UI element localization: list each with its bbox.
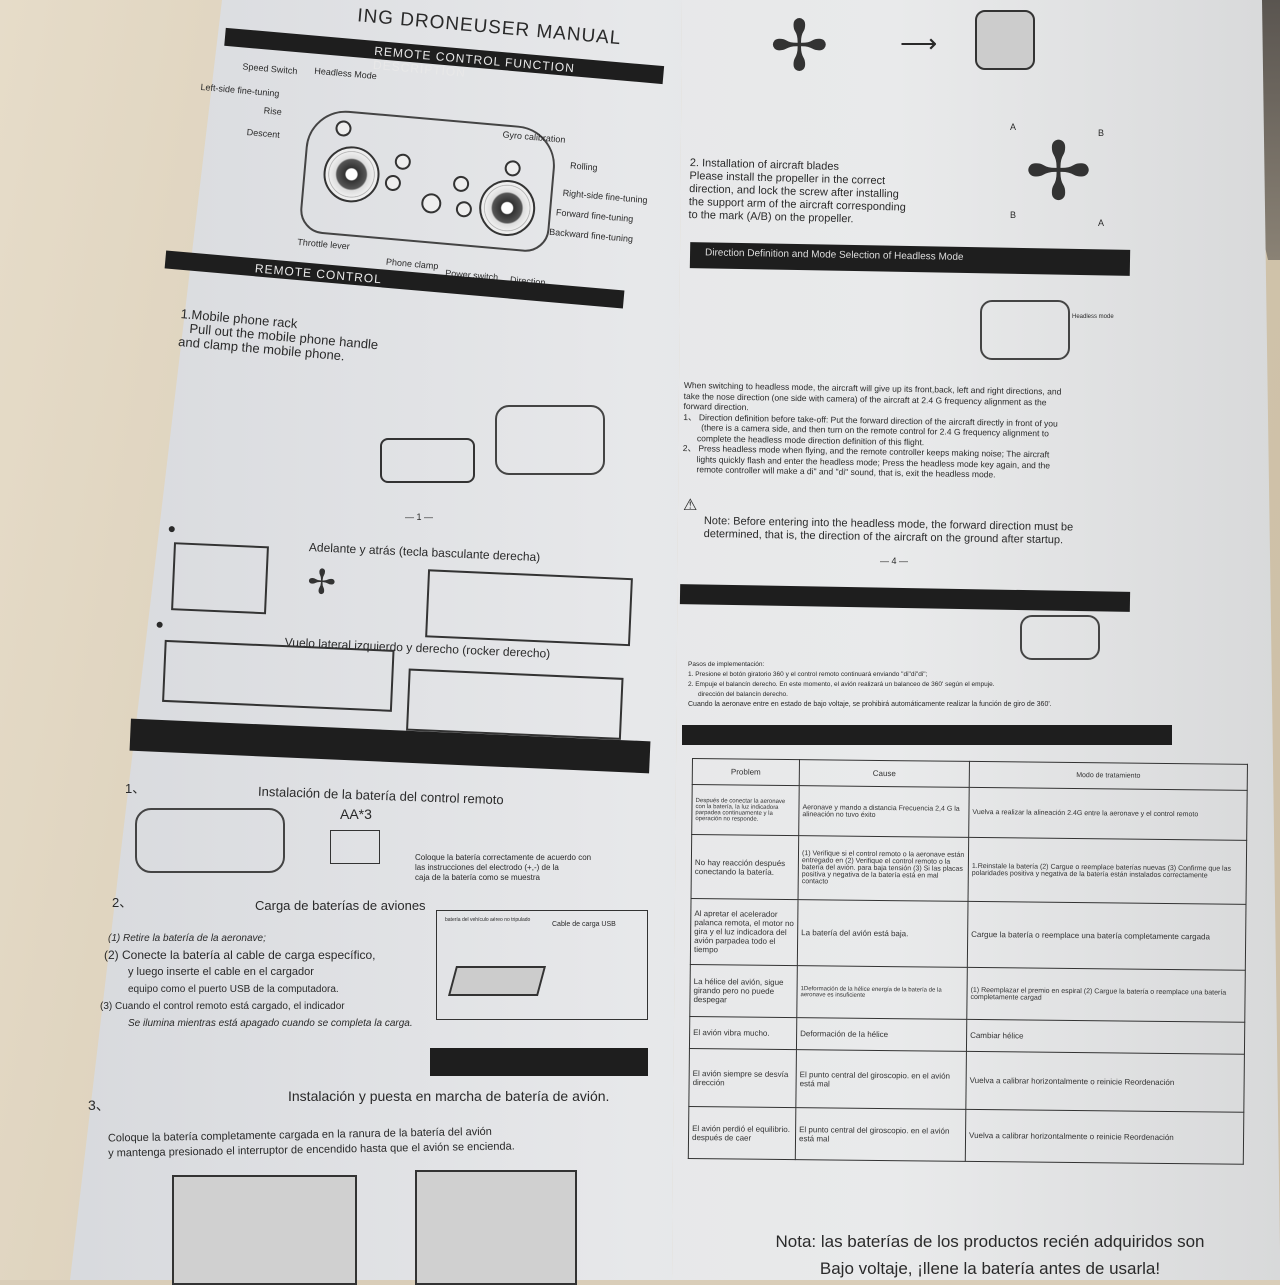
mark-label: A	[1010, 122, 1017, 132]
phone-illustration	[380, 438, 475, 483]
page-number: — 4 —	[880, 556, 909, 566]
mark-label: B	[1098, 128, 1105, 138]
cell: (1) Reemplazar el premio en espiral (2) …	[966, 967, 1246, 1023]
figure	[406, 668, 624, 740]
figure	[425, 569, 633, 647]
cell: Vuelva a calibrar horizontalmente o rein…	[965, 1109, 1244, 1165]
cell: La batería del avión está baja.	[797, 899, 969, 968]
cell: El avión siempre se desvía dirección	[688, 1048, 797, 1108]
cell: Después de conectar la aeronave con la b…	[691, 784, 800, 836]
figure	[162, 639, 395, 712]
step2-title: Carga de baterías de aviones	[255, 898, 426, 913]
figure	[171, 542, 269, 615]
cell: El avión perdió el equilibrio. después d…	[688, 1106, 796, 1160]
headless-label: Headless mode	[1072, 314, 1114, 320]
charging-figure: batería del vehículo aéreo no tripulado …	[436, 910, 648, 1020]
remote-360-diagram	[1020, 615, 1100, 660]
mark-label: A	[1098, 218, 1105, 228]
step-number: 3、	[88, 1097, 110, 1113]
header-cell: Modo de tratamiento	[969, 761, 1248, 791]
remote-headless-diagram	[980, 300, 1070, 360]
battery-illustration	[447, 966, 547, 996]
warning-icon: ⚠	[683, 497, 698, 514]
step3-title: Instalación y puesta en marcha de baterí…	[288, 1088, 610, 1104]
cell: (1) Verifique si el control remoto o la …	[798, 835, 969, 902]
step-number: 2、	[112, 895, 133, 910]
label: Rise	[263, 105, 283, 117]
drone-icon: ✢	[306, 563, 337, 603]
cell: Deformación de la hélice	[796, 1017, 967, 1052]
cell: El avión vibra mucho.	[689, 1016, 797, 1050]
aircraft-battery-figure	[415, 1170, 577, 1285]
cell: Cargue la batería o reemplace una baterí…	[967, 901, 1246, 971]
remote-back-diagram	[135, 808, 285, 873]
cell: El punto central del giroscopio. en el a…	[795, 1107, 966, 1162]
step-number: 1、	[125, 781, 146, 796]
battery-type: AA*3	[340, 806, 372, 822]
cell: Cambiar hélice	[966, 1019, 1245, 1055]
bullet: ●	[155, 615, 165, 632]
black-bar	[430, 1048, 648, 1076]
cell: Al apretar el acelerador palanca remota,…	[690, 898, 799, 966]
step1-note: Coloque la batería correctamente de acue…	[415, 853, 592, 882]
cable-label: Cable de carga USB	[552, 921, 616, 928]
header-cell: Problem	[692, 758, 800, 786]
drone-folded-icon	[975, 10, 1035, 70]
arrow-right-icon: ⟶	[900, 28, 938, 58]
table-row: La hélice del avión, sigue girando pero …	[689, 964, 1246, 1023]
bullet: ●	[167, 519, 177, 537]
table-row: No hay reacción después conectando la ba…	[691, 834, 1247, 905]
page-number: — 1 —	[405, 512, 434, 522]
battery-label: batería del vehículo aéreo no tripulado	[445, 917, 531, 923]
batteries-illustration	[330, 830, 380, 864]
table-row: Después de conectar la aeronave con la b…	[691, 784, 1248, 841]
drone-unfolded-icon: ✢	[770, 7, 829, 85]
step2-instructions: (1) Retire la batería de la aeronave; (2…	[100, 933, 413, 1029]
header-cell: Cause	[799, 759, 970, 788]
cell: El punto central del giroscopio. en el a…	[795, 1049, 967, 1110]
cell: 1.Reinstale la batería (2) Cargue o reem…	[968, 837, 1247, 905]
implementation-steps: Pasos de implementación:1. Presione el b…	[688, 661, 1052, 708]
cell: Vuelva a calibrar horizontalmente o rein…	[965, 1051, 1245, 1113]
cell: La hélice del avión, sigue girando pero …	[689, 964, 798, 1018]
black-bar	[682, 725, 1172, 745]
cell: No hay reacción después conectando la ba…	[691, 834, 799, 900]
headless-text: When switching to headless mode, the air…	[682, 380, 1062, 480]
cell: Aeronave y mando a distancia Frecuencia …	[798, 785, 970, 838]
cell: Vuelva a realizar la alineación 2.4G ent…	[968, 787, 1248, 841]
battery-note: Nota: las baterías de los productos reci…	[775, 1232, 1205, 1278]
aircraft-battery-figure	[172, 1175, 357, 1285]
drone-propeller-icon: ✢	[1025, 127, 1093, 216]
cell: 1Deformación de la hélice energía de la …	[796, 965, 968, 1020]
table-row: El avión perdió el equilibrio. después d…	[688, 1106, 1244, 1165]
mark-label: B	[1010, 210, 1017, 220]
remote-with-rack	[495, 405, 605, 475]
table-row: Al apretar el acelerador palanca remota,…	[690, 898, 1246, 971]
